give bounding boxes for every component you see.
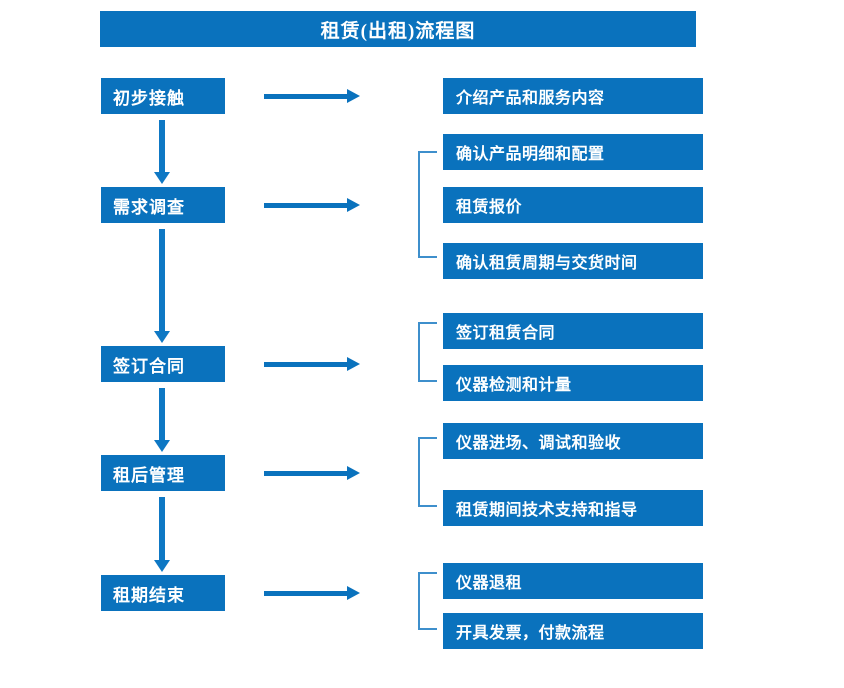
detail-node-lease-quotation[interactable]: 租赁报价 [443,187,703,223]
stage-node-lease-end[interactable]: 租期结束 [101,575,225,611]
arrow-shaft [264,203,348,208]
detail-node-sign-lease-contract[interactable]: 签订租赁合同 [443,313,703,349]
stage-node-sign-contract[interactable]: 签订合同 [101,346,225,382]
detail-arrow-right-3 [264,357,360,371]
detail-node-introduce-products[interactable]: 介绍产品和服务内容 [443,78,703,114]
arrow-shaft [264,591,348,596]
arrow-head [347,357,360,371]
diagram-title: 租赁(出租)流程图 [100,11,696,47]
flow-arrow-down-3 [154,388,170,452]
detail-node-instrument-installation[interactable]: 仪器进场、调试和验收 [443,423,703,459]
stage-node-post-lease-management[interactable]: 租后管理 [101,455,225,491]
arrow-head [154,440,170,452]
arrow-head [154,172,170,184]
arrow-shaft [159,120,165,172]
flow-arrow-down-1 [154,120,170,184]
arrow-head [154,331,170,343]
detail-node-technical-support[interactable]: 租赁期间技术支持和指导 [443,490,703,526]
detail-node-instrument-return[interactable]: 仪器退租 [443,563,703,599]
detail-arrow-right-4 [264,466,360,480]
detail-node-instrument-inspection[interactable]: 仪器检测和计量 [443,365,703,401]
arrow-shaft [264,362,348,367]
detail-node-confirm-lease-period[interactable]: 确认租赁周期与交货时间 [443,243,703,279]
arrow-head [347,466,360,480]
arrow-shaft [264,471,348,476]
detail-arrow-right-2 [264,198,360,212]
group-bracket-needs-survey [418,151,437,258]
flow-arrow-down-4 [154,497,170,572]
arrow-shaft [159,229,165,331]
arrow-shaft [264,94,348,99]
group-bracket-post-lease [418,437,437,507]
group-bracket-sign-contract [418,322,437,382]
arrow-shaft [159,388,165,440]
arrow-head [347,89,360,103]
detail-node-invoice-payment[interactable]: 开具发票，付款流程 [443,613,703,649]
arrow-shaft [159,497,165,560]
detail-node-confirm-product-spec[interactable]: 确认产品明细和配置 [443,134,703,170]
group-bracket-lease-end [418,572,437,630]
detail-arrow-right-1 [264,89,360,103]
arrow-head [347,586,360,600]
stage-node-initial-contact[interactable]: 初步接触 [101,78,225,114]
arrow-head [347,198,360,212]
flow-arrow-down-2 [154,229,170,343]
arrow-head [154,560,170,572]
stage-node-needs-survey[interactable]: 需求调查 [101,187,225,223]
detail-arrow-right-5 [264,586,360,600]
